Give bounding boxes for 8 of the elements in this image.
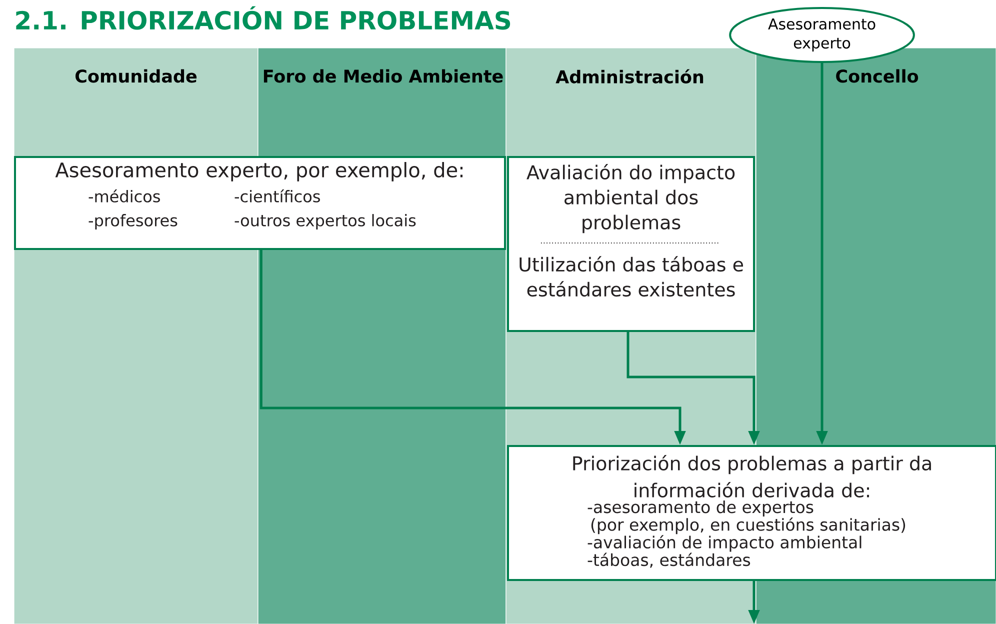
lane-header: Concello (836, 69, 918, 83)
title: 2.1. PRIORIZACIÓN DE PROBLEMAS (16, 6, 510, 30)
assessment-box: Avaliación do impacto ambiental dos problemas Utilización das táboas e estándares existentes (507, 156, 755, 332)
lane-header: Foro de Medio Ambiente (264, 69, 503, 83)
lane-header: Comunidade (76, 69, 197, 83)
prioritization-box: Priorización dos problemas a partir da información derivada de: -asesoramento de expertos (por exemplo, en cuestións sanitarias) -avaliación de impacto ambiental -táboas, estándares (507, 445, 996, 581)
expert-advice-box: Asesoramento experto, por exemplo, de: -médicos -científicos -profesores -outros expertos locais (14, 156, 506, 250)
lane-header: Administración (556, 69, 704, 84)
